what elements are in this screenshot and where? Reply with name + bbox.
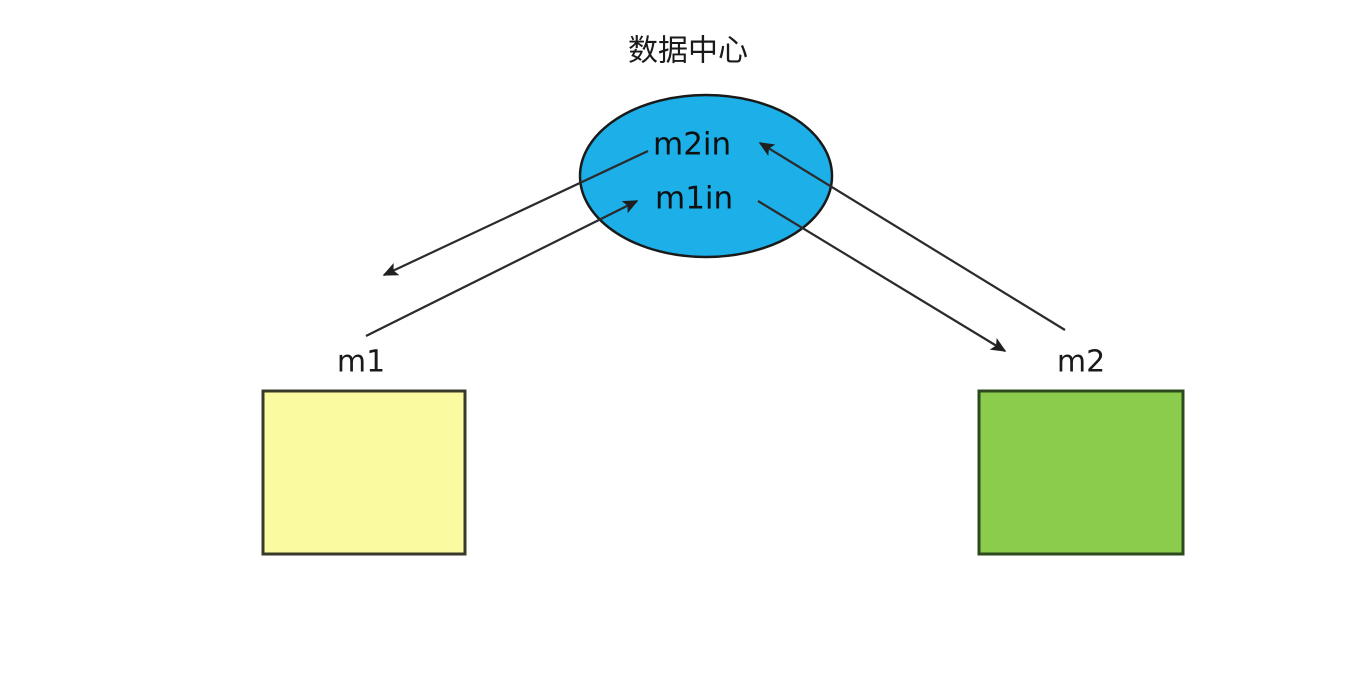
node-label-m1: m1 [337,345,385,380]
edge-datacenter-to-m1[interactable] [382,150,649,276]
node-m2-rect[interactable] [977,389,1185,556]
diagram-title-label: 数据中心 [628,34,748,69]
edge-m2-to-datacenter[interactable] [758,142,1066,331]
port-label-m2in: m2in [653,127,731,163]
edge-m1-to-datacenter[interactable] [365,200,639,337]
edge-datacenter-to-m2[interactable] [757,200,1007,352]
node-datacenter-ellipse[interactable] [578,93,834,259]
node-m1-rect[interactable] [261,389,467,556]
node-label-m2: m2 [1057,345,1105,380]
port-label-m1in: m1in [655,181,733,217]
